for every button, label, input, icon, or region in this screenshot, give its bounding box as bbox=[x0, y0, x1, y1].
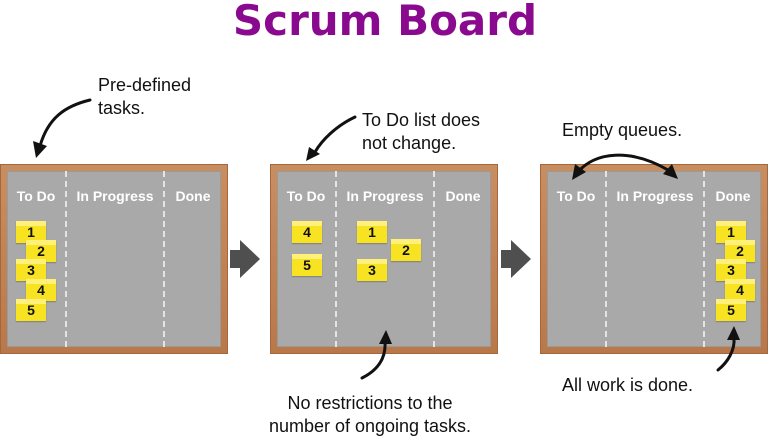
board-1: To Do In Progress Done 1 2 3 4 5 bbox=[0, 164, 228, 354]
sticky-note: 5 bbox=[292, 254, 322, 276]
caption-empty-queues: Empty queues. bbox=[562, 120, 683, 140]
curved-arrow-icon bbox=[360, 340, 387, 380]
board-1-divider-2 bbox=[163, 171, 165, 347]
board-1-divider-1 bbox=[65, 171, 67, 347]
board-2-surface: To Do In Progress Done 4 5 1 2 3 bbox=[277, 171, 491, 347]
board-3-label-in-progress: In Progress bbox=[616, 188, 694, 204]
sticky-note: 5 bbox=[716, 299, 746, 321]
curved-arrow-icon bbox=[38, 98, 92, 148]
board-1-label-done: Done bbox=[175, 188, 211, 204]
board-2-divider-1 bbox=[335, 171, 337, 347]
sticky-note: 1 bbox=[716, 221, 746, 243]
board-3-divider-2 bbox=[703, 171, 705, 347]
sticky-note: 2 bbox=[391, 239, 421, 261]
arrowhead-icon bbox=[663, 164, 678, 179]
sticky-note: 5 bbox=[16, 299, 46, 321]
sticky-note: 2 bbox=[725, 240, 755, 262]
board-1-surface: To Do In Progress Done 1 2 3 4 5 bbox=[7, 171, 221, 347]
curved-arrow-icon bbox=[716, 336, 736, 372]
sticky-note: 2 bbox=[26, 240, 56, 262]
arrowhead-icon bbox=[33, 141, 47, 158]
sticky-note: 3 bbox=[716, 259, 746, 281]
board-2-label-todo: To Do bbox=[286, 188, 326, 204]
board-3-label-todo: To Do bbox=[556, 188, 596, 204]
board-1-label-todo: To Do bbox=[16, 188, 56, 204]
caption-no-restrictions: No restrictions to the number of ongoing… bbox=[268, 393, 472, 436]
arrowhead-icon bbox=[727, 326, 740, 340]
sticky-note: 4 bbox=[292, 221, 322, 243]
board-3-label-done: Done bbox=[715, 188, 751, 204]
caption-predefined-tasks: Pre-defined tasks. bbox=[98, 75, 192, 118]
caption-todo-list-unchanged: To Do list does not change. bbox=[362, 110, 481, 153]
sticky-note: 1 bbox=[357, 221, 387, 243]
page-title: Scrum Board bbox=[232, 0, 538, 45]
arrowhead-icon bbox=[306, 147, 320, 161]
board-3-divider-1 bbox=[605, 171, 607, 347]
curved-arrow-icon bbox=[313, 115, 357, 154]
sticky-note: 1 bbox=[16, 221, 46, 243]
board-2-divider-2 bbox=[433, 171, 435, 347]
board-2: To Do In Progress Done 4 5 1 2 3 bbox=[270, 164, 498, 354]
caption-all-work-done: All work is done. bbox=[562, 375, 694, 395]
board-2-label-done: Done bbox=[445, 188, 481, 204]
sticky-note: 4 bbox=[725, 279, 755, 301]
board-3: To Do In Progress Done 1 2 3 4 5 bbox=[540, 164, 768, 354]
arrowhead-icon bbox=[572, 164, 586, 180]
sticky-note: 3 bbox=[357, 259, 387, 281]
arrowhead-icon bbox=[379, 330, 392, 344]
sticky-note: 4 bbox=[26, 279, 56, 301]
sticky-note: 3 bbox=[16, 259, 46, 281]
board-1-label-in-progress: In Progress bbox=[76, 188, 154, 204]
board-2-label-in-progress: In Progress bbox=[346, 188, 424, 204]
flow-arrow-right-icon bbox=[501, 240, 531, 278]
curved-arrow-icon bbox=[576, 153, 670, 174]
board-3-surface: To Do In Progress Done 1 2 3 4 5 bbox=[547, 171, 761, 347]
flow-arrow-right-icon bbox=[230, 240, 260, 278]
